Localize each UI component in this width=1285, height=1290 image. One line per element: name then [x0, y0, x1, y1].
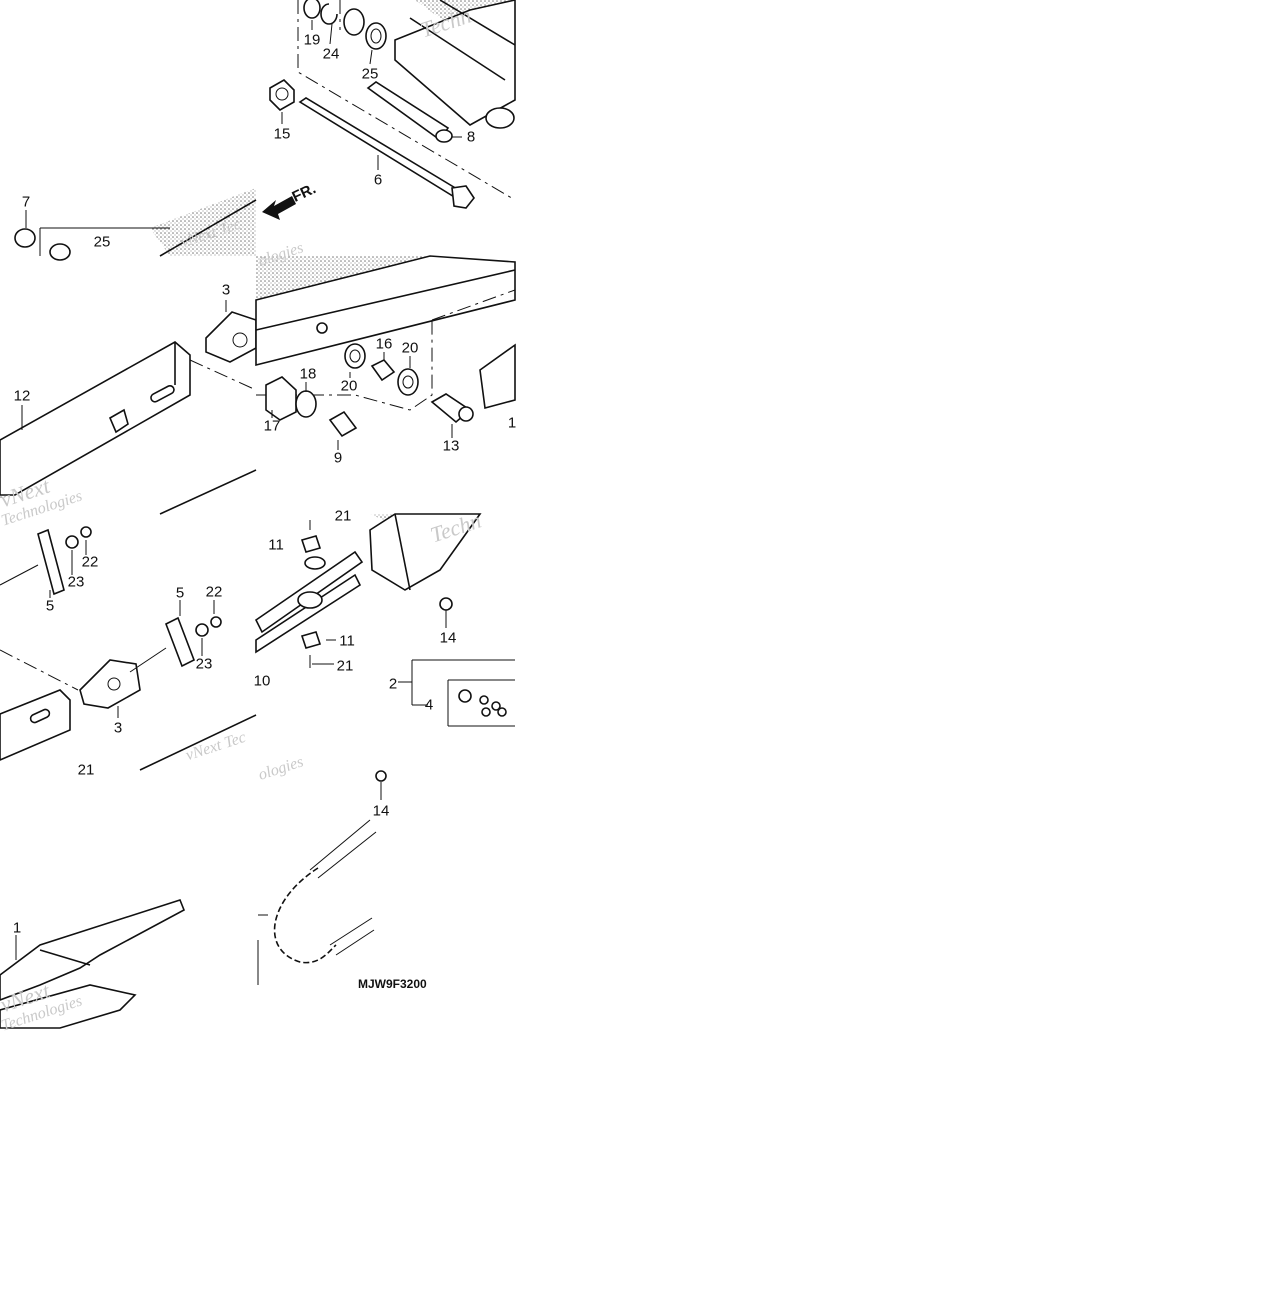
callout-9: 9: [333, 449, 343, 467]
callout-18: 18: [299, 365, 317, 383]
diagram-code: MJW9F3200: [358, 977, 427, 991]
guard-section: [0, 899, 186, 1029]
callout-22: 22: [205, 583, 223, 601]
chain-section: [257, 770, 387, 985]
callout-17: 17: [263, 417, 281, 435]
callout-14: 14: [372, 802, 390, 820]
callout-21: 21: [334, 507, 352, 525]
callout-12: 12: [13, 387, 31, 405]
callout-8: 8: [466, 128, 476, 146]
bearing-section: [255, 255, 516, 450]
callout-19: 19: [303, 31, 321, 49]
callout-3: 3: [113, 719, 123, 737]
callout-15: 15: [273, 125, 291, 143]
callout-10: 10: [253, 672, 271, 690]
callout-5: 5: [175, 584, 185, 602]
callout-4: 4: [424, 696, 434, 714]
pivot-section: [262, 0, 516, 220]
callout-20: 20: [340, 377, 358, 395]
callout-13: 13: [442, 437, 460, 455]
callout-1: 1: [507, 414, 517, 432]
collar-section: [14, 188, 257, 261]
callout-21: 21: [77, 761, 95, 779]
callout-25: 25: [93, 233, 111, 251]
callout-16: 16: [375, 335, 393, 353]
callout-20: 20: [401, 339, 419, 357]
swingarm-left-section: [0, 300, 257, 515]
callout-2: 2: [388, 675, 398, 693]
callout-23: 23: [67, 573, 85, 591]
callout-22: 22: [81, 553, 99, 571]
callout-25: 25: [361, 65, 379, 83]
callout-23: 23: [195, 655, 213, 673]
adjuster-section: [0, 526, 257, 771]
callout-11: 11: [268, 536, 284, 554]
callout-21: 21: [336, 657, 354, 675]
callout-1: 1: [12, 919, 22, 937]
callout-14: 14: [439, 629, 457, 647]
callout-6: 6: [373, 171, 383, 189]
callout-11: 11: [339, 632, 355, 650]
slider-section: [254, 513, 515, 727]
callout-3: 3: [221, 281, 231, 299]
callout-7: 7: [21, 193, 31, 211]
callout-5: 5: [45, 597, 55, 615]
callout-24: 24: [322, 45, 340, 63]
